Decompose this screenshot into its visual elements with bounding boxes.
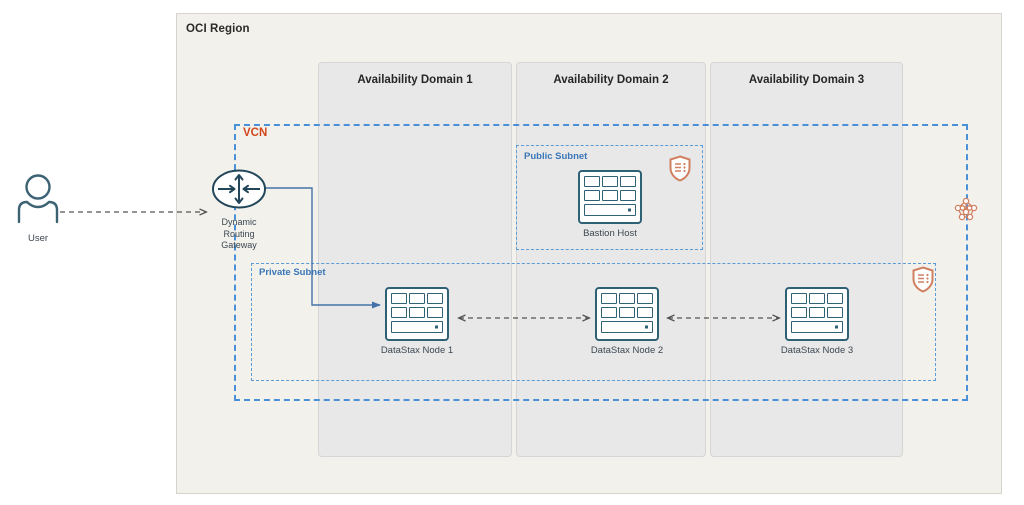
public-subnet-label: Public Subnet: [524, 151, 588, 162]
dynamic-routing-gateway-label: Dynamic Routing Gateway: [209, 217, 269, 252]
compute-node-label: DataStax Node 1: [380, 345, 454, 356]
compute-node-bastion-host[interactable]: Bastion Host: [578, 170, 675, 239]
compute-cell: [620, 189, 636, 201]
compute-instance-icon: [385, 287, 449, 341]
dynamic-routing-gateway: Dynamic Routing Gateway: [209, 168, 269, 252]
compute-status-bar: [791, 320, 843, 333]
security-list-shield-private: [911, 266, 935, 298]
availability-domain-1-label: Availability Domain 1: [357, 74, 473, 86]
network-mesh-icon: [954, 197, 978, 221]
security-list-shield-icon: [669, 155, 691, 182]
compute-node-label: DataStax Node 2: [590, 345, 664, 356]
user-label: User: [27, 233, 49, 244]
compute-cell: [584, 176, 600, 187]
compute-node-label: Bastion Host: [583, 228, 637, 239]
compute-status-bar: [391, 320, 443, 333]
compute-cell: [809, 293, 825, 304]
oci-region-label: OCI Region: [186, 23, 250, 35]
compute-instance-icon: [595, 287, 659, 341]
public-subnet-boundary: [516, 145, 703, 250]
compute-status-bar: [601, 320, 653, 333]
private-subnet-boundary: [251, 263, 936, 381]
compute-node-datastax-1[interactable]: DataStax Node 1: [381, 287, 482, 356]
compute-cell: [409, 306, 425, 318]
compute-node-label: DataStax Node 3: [780, 345, 854, 356]
drg-label-line-3: Gateway: [221, 240, 257, 250]
compute-cell: [619, 293, 635, 304]
dynamic-routing-gateway-icon: [212, 169, 266, 209]
compute-cell: [409, 293, 425, 304]
compute-cell: [827, 293, 843, 304]
vcn-boundary: [234, 124, 968, 401]
compute-cell: [602, 189, 618, 201]
compute-cell: [809, 306, 825, 318]
compute-cell: [391, 306, 407, 318]
compute-node-datastax-3[interactable]: DataStax Node 3: [781, 287, 882, 356]
network-mesh-group: [951, 196, 981, 231]
compute-node-datastax-2[interactable]: DataStax Node 2: [591, 287, 692, 356]
drg-label-line-1: Dynamic: [221, 217, 257, 227]
availability-domain-2: Availability Domain 2: [516, 62, 706, 457]
compute-cell: [601, 306, 617, 318]
compute-cell: [584, 189, 600, 201]
drg-label-line-2: Routing: [223, 228, 255, 239]
compute-cell: [427, 306, 443, 318]
vcn-label: VCN: [243, 127, 268, 139]
security-list-shield-public: [668, 155, 692, 187]
availability-domain-3: Availability Domain 3: [710, 62, 903, 457]
compute-cell: [791, 306, 807, 318]
compute-cell: [619, 306, 635, 318]
security-list-shield-icon: [912, 266, 934, 293]
user-icon: [17, 174, 59, 224]
availability-domain-2-label: Availability Domain 2: [553, 74, 669, 86]
compute-cell: [637, 306, 653, 318]
compute-cell: [637, 293, 653, 304]
compute-cell: [601, 293, 617, 304]
compute-status-bar: [584, 203, 636, 216]
compute-cell: [791, 293, 807, 304]
private-subnet-label: Private Subnet: [259, 267, 326, 278]
user-actor: User: [8, 172, 68, 244]
compute-instance-icon: [785, 287, 849, 341]
compute-cell: [620, 176, 636, 187]
compute-cell: [602, 176, 618, 187]
compute-cell: [427, 293, 443, 304]
compute-cell: [827, 306, 843, 318]
availability-domain-3-label: Availability Domain 3: [748, 74, 865, 86]
compute-cell: [391, 293, 407, 304]
compute-instance-icon: [578, 170, 642, 224]
